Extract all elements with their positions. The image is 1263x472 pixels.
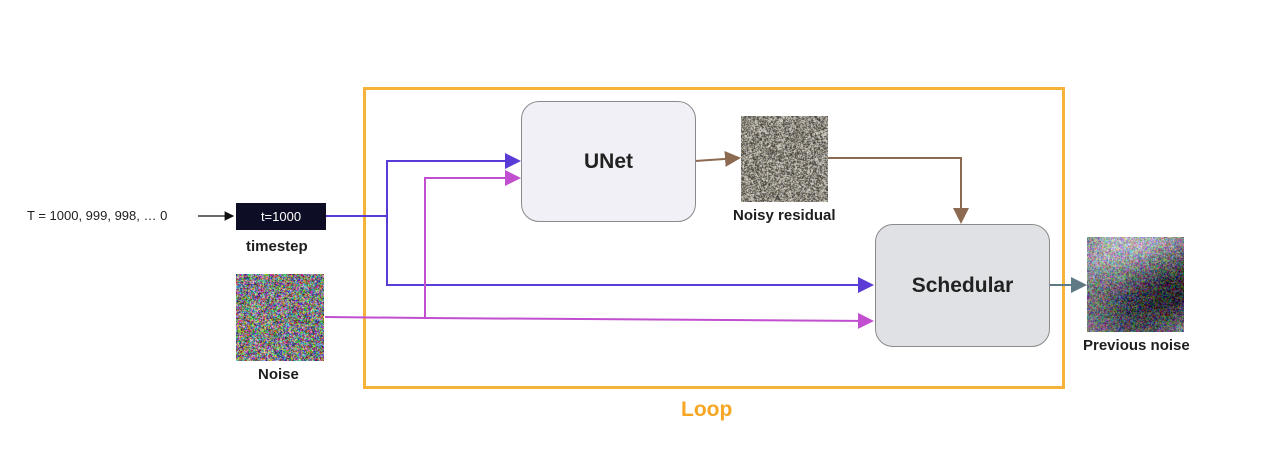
timestep-box: t=1000 [236,203,326,230]
noise-to-scheduler-arrow [424,312,874,329]
loop-frame [363,87,1065,389]
unet-to-residual-arrow [694,150,741,167]
unet-block: UNet [521,101,696,222]
residual-to-scheduler-arrow [828,157,969,224]
noisy-residual-label: Noisy residual [733,207,836,224]
loop-label: Loop [681,398,733,421]
noise-to-unet-arrow [324,170,521,320]
noisy-residual-image [741,116,828,202]
noise-label: Noise [258,366,299,383]
timestep-label: timestep [246,238,308,255]
previous-noise-label: Previous noise [1083,337,1190,354]
noise-image [236,274,324,361]
timestep-sequence-text: T = 1000, 999, 998, … 0 [27,208,168,223]
timestep-to-unet-arrow [325,153,521,217]
previous-noise-image [1087,237,1184,332]
timestep-to-scheduler-arrow [386,216,874,293]
scheduler-label: Schedular [911,273,1014,297]
scheduler-block: Schedular [875,224,1050,347]
unet-label: UNet [583,149,633,173]
